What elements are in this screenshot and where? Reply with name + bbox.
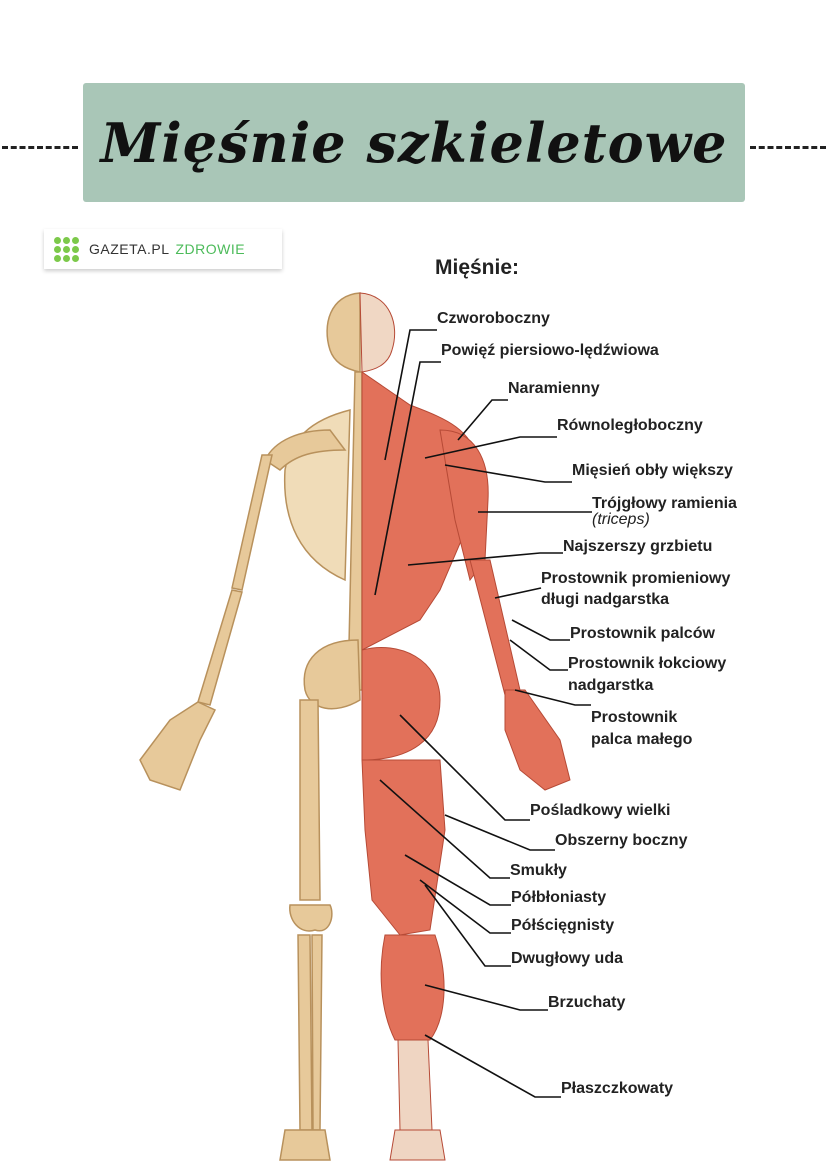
label-plaszczkowaty: Płaszczkowaty	[561, 1080, 674, 1097]
label-polblonisty: Półbłoniasty	[511, 889, 607, 906]
label-naramienny: Naramienny	[508, 380, 600, 397]
gazeta-logo: GAZETA.PL ZDROWIE	[44, 229, 282, 269]
label-powiez: Powięź piersiowo-lędźwiowa	[441, 342, 659, 359]
label-trojglowy: Trójgłowy ramienia	[592, 495, 737, 512]
label-brzuchaty: Brzuchaty	[548, 994, 626, 1011]
leader-lines	[374, 329, 592, 1098]
label-prostownik-lokciowy-1: Prostownik łokciowy	[568, 655, 727, 672]
label-prostownik-lokciowy-2: nadgarstka	[568, 677, 654, 694]
divider-right	[750, 146, 826, 149]
label-obly-wiekszy: Mięsień obły większy	[572, 462, 733, 479]
title-banner: Mięśnie szkieletowe	[83, 83, 745, 202]
logo-brand: GAZETA.PL	[89, 241, 170, 257]
divider-left	[2, 146, 78, 149]
label-prostownik-promieniowy-1: Prostownik promieniowy	[541, 570, 731, 587]
label-triceps: (triceps)	[592, 511, 650, 528]
label-polsciegnisty: Półścięgnisty	[511, 917, 615, 934]
label-najszerszy: Najszerszy grzbietu	[563, 538, 713, 555]
label-prostownik-maly-1: Prostownik	[591, 709, 678, 726]
label-czworoboczny: Czworoboczny	[437, 310, 550, 327]
label-posladkowy: Pośladkowy wielki	[530, 802, 671, 819]
page-title: Mięśnie szkieletowe	[100, 110, 728, 175]
muscles-heading: Mięśnie:	[435, 256, 520, 279]
label-rownolegloboczny: Równoległoboczny	[557, 417, 703, 434]
label-obszerny: Obszerny boczny	[555, 832, 688, 849]
label-smukly: Smukły	[510, 862, 567, 879]
logo-section: ZDROWIE	[175, 241, 246, 257]
label-prostownik-palcow: Prostownik palców	[570, 625, 715, 642]
skeleton-half	[139, 292, 363, 1161]
logo-dots-icon	[54, 236, 79, 262]
label-dwuglowy: Dwugłowy uda	[511, 950, 623, 967]
label-prostownik-maly-2: palca małego	[591, 731, 693, 748]
muscle-half	[359, 292, 571, 1161]
label-prostownik-promieniowy-2: długi nadgarstka	[541, 591, 670, 608]
